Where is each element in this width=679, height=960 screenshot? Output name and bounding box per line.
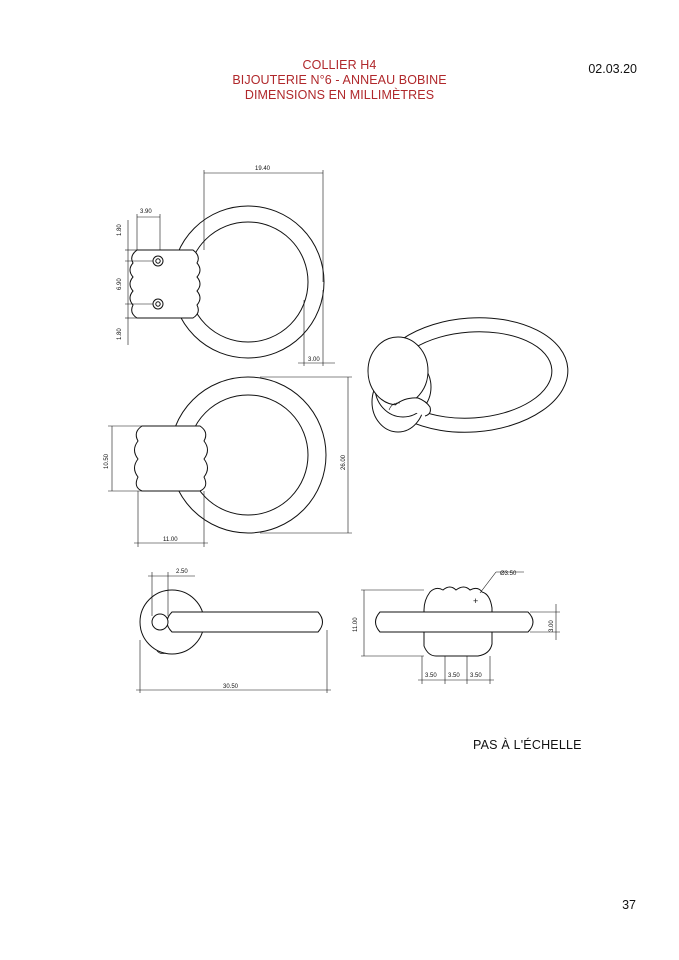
title-line-3: DIMENSIONS EN MILLIMÈTRES bbox=[244, 88, 435, 102]
front-view-top: 19.40 3.90 1.80 6.90 1.80 3.00 bbox=[117, 166, 335, 366]
bead-shape-middle bbox=[134, 425, 208, 492]
dim-hole-diameter: Ø3.50 bbox=[500, 571, 517, 577]
title-line-2: BIJOUTERIE N°6 - ANNEAU BOBINE bbox=[232, 73, 447, 87]
dim-front-width: 19.40 bbox=[255, 166, 271, 172]
dim-side-wire: 3.00 bbox=[549, 620, 555, 632]
bead-shape-top bbox=[129, 249, 201, 319]
dim-segment-1: 3.50 bbox=[425, 673, 437, 679]
dim-wire-diameter: 2.50 bbox=[176, 569, 188, 575]
dim-wire-thickness: 3.00 bbox=[308, 357, 320, 363]
dim-side-height: 11.00 bbox=[353, 617, 359, 632]
page-number: 37 bbox=[622, 898, 636, 912]
dim-top-margin: 1.80 bbox=[117, 224, 123, 236]
perspective-view bbox=[367, 317, 569, 433]
front-view-middle: 10.50 26.00 11.00 bbox=[104, 376, 352, 547]
dim-total-width: 30.50 bbox=[223, 684, 239, 690]
title-block: COLLIER H4 BIJOUTERIE N°6 - ANNEAU BOBIN… bbox=[0, 58, 679, 103]
scale-note: PAS À L'ÉCHELLE bbox=[473, 738, 582, 752]
title-line-1: COLLIER H4 bbox=[302, 58, 377, 72]
svg-text:+: + bbox=[473, 596, 478, 606]
dim-bead-length: 11.00 bbox=[163, 537, 178, 543]
dim-bead-width: 3.90 bbox=[140, 209, 152, 215]
side-view: + 11.00 3.00 3.50 3.50 3.50 Ø3.50 bbox=[353, 571, 560, 684]
top-view: 2.50 30.50 bbox=[136, 569, 331, 693]
dim-segment-3: 3.50 bbox=[470, 673, 482, 679]
date-label: 02.03.20 bbox=[588, 62, 637, 76]
dim-ring-height: 26.00 bbox=[341, 454, 347, 470]
dim-hole-spacing: 6.90 bbox=[117, 278, 123, 290]
dim-segment-2: 3.50 bbox=[448, 673, 460, 679]
dim-bottom-margin: 1.80 bbox=[117, 328, 123, 340]
dim-bead-height: 10.50 bbox=[104, 453, 110, 469]
